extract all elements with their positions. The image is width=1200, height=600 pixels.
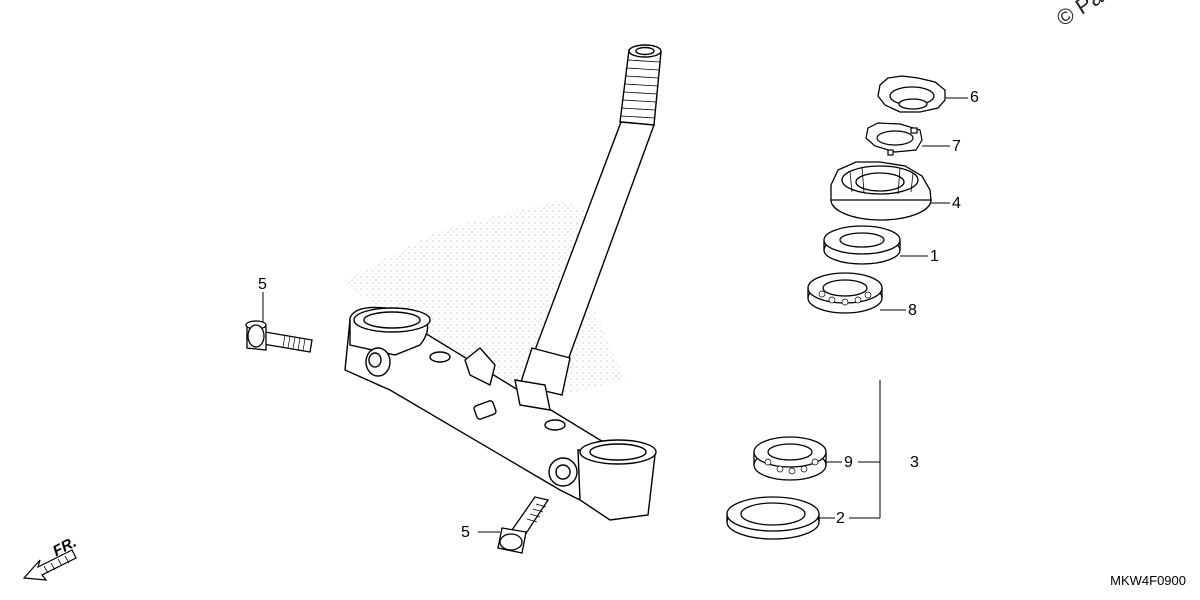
lock-washer xyxy=(865,122,923,156)
callout-4: 4 xyxy=(952,195,961,212)
callout-9: 9 xyxy=(844,454,853,471)
drawing-code: MKW4F0900 xyxy=(1110,573,1186,588)
upper-race xyxy=(823,225,901,265)
upper-bearing xyxy=(807,272,883,314)
front-arrow-icon xyxy=(22,549,77,581)
callout-2: 2 xyxy=(836,510,845,527)
callout-5-upper: 5 xyxy=(258,276,267,293)
callout-7: 7 xyxy=(952,138,961,155)
flange-bolt-upper xyxy=(245,320,313,353)
callout-6: 6 xyxy=(970,89,979,106)
callout-1: 1 xyxy=(930,248,939,265)
lower-bearing xyxy=(753,436,827,481)
lock-nut xyxy=(877,75,946,113)
bottom-bridge xyxy=(344,306,657,521)
callout-8: 8 xyxy=(908,302,917,319)
steering-stem xyxy=(519,44,662,396)
callout-5-lower: 5 xyxy=(461,524,470,541)
flange-bolt-lower xyxy=(497,496,550,554)
callout-3: 3 xyxy=(910,454,919,471)
stem-threads xyxy=(620,59,661,119)
leader-lines xyxy=(262,97,968,533)
adjusting-nut xyxy=(830,161,932,221)
lower-race xyxy=(726,496,820,540)
